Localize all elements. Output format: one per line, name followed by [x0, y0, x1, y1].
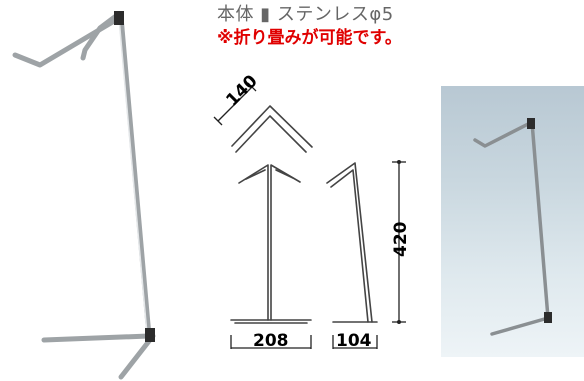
dimension-fold-width: 140 [222, 71, 261, 110]
spec-note-text: ※折り畳みが可能です。 [217, 28, 402, 48]
stand-photo-small-drawing [473, 118, 552, 336]
joint-cap-top [114, 11, 124, 25]
dimension-depth: 104 [336, 331, 372, 351]
spec-material-text: 本体 ▮ ステンレスφ5 [217, 4, 394, 25]
dimension-base-width: 208 [253, 331, 289, 351]
joint-cap-bottom [145, 328, 155, 342]
dimension-height: 420 [391, 221, 411, 257]
stand-photo-small [441, 86, 584, 357]
